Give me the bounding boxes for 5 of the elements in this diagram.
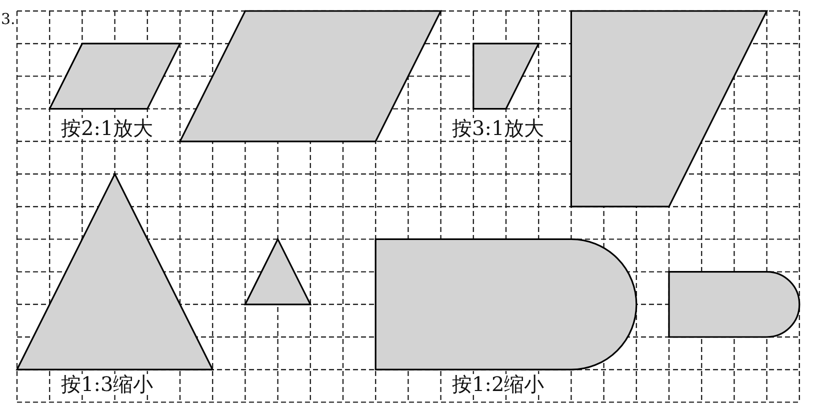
scale-label: 按2:1放大 — [60, 118, 154, 138]
scale-label: 按1:3缩小 — [60, 374, 154, 394]
scale-label: 按3:1放大 — [451, 118, 546, 138]
scale-label: 按1:2缩小 — [451, 374, 546, 394]
question-number: 3. — [0, 12, 16, 27]
